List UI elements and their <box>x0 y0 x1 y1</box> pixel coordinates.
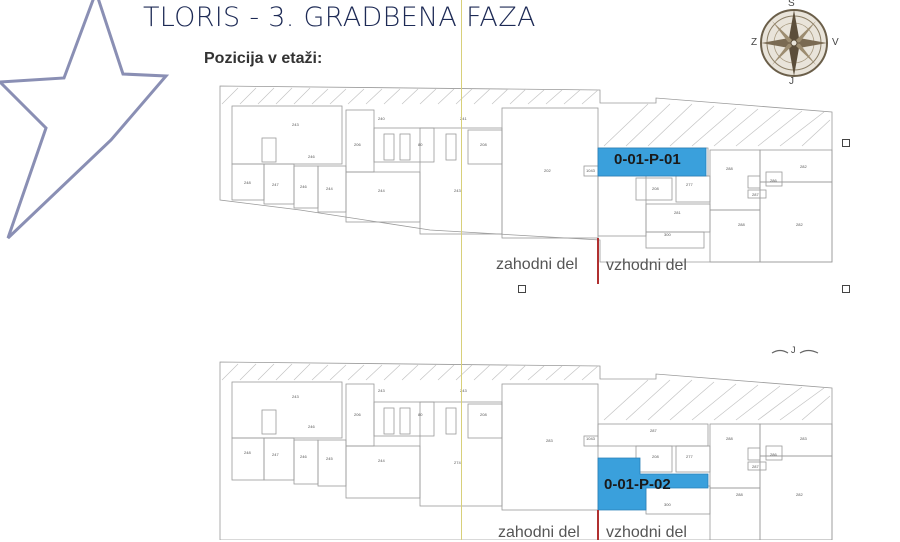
compass-west-label: Z <box>751 37 758 48</box>
divider-right-label-1: vzhodni del <box>606 257 687 274</box>
unit-label-1[interactable]: 0-01-P-01 <box>614 151 681 168</box>
resize-handle[interactable] <box>518 285 526 293</box>
svg-text:246: 246 <box>308 154 315 159</box>
compass-rose-icon <box>760 9 828 77</box>
section-subtitle: Pozicija v etaži: <box>204 50 323 67</box>
svg-text:243: 243 <box>454 188 461 193</box>
svg-text:241: 241 <box>460 116 467 121</box>
compass-south-label: J <box>789 76 794 87</box>
svg-text:245: 245 <box>326 456 333 461</box>
svg-text:208: 208 <box>652 454 659 459</box>
svg-text:243: 243 <box>378 388 385 393</box>
svg-text:286: 286 <box>770 178 777 183</box>
page-title: TLORIS - 3. GRADBENA FAZA <box>143 2 536 33</box>
svg-text:300: 300 <box>664 502 671 507</box>
svg-text:208: 208 <box>480 412 487 417</box>
svg-text:244: 244 <box>378 188 385 193</box>
divider-left-label-1: zahodni del <box>496 256 578 273</box>
svg-text:283: 283 <box>546 438 553 443</box>
svg-text:282: 282 <box>800 164 807 169</box>
svg-text:243: 243 <box>292 394 299 399</box>
svg-text:274: 274 <box>454 460 461 465</box>
svg-text:300: 300 <box>664 232 671 237</box>
svg-text:288: 288 <box>738 222 745 227</box>
svg-text:243: 243 <box>292 122 299 127</box>
svg-text:246: 246 <box>308 424 315 429</box>
svg-text:287: 287 <box>752 192 759 197</box>
svg-text:247: 247 <box>272 182 279 187</box>
svg-text:288: 288 <box>726 436 733 441</box>
vertical-guide-line <box>461 0 462 540</box>
wave-marker-icon <box>771 349 819 354</box>
svg-text:244: 244 <box>326 186 333 191</box>
unit-highlight-1 <box>597 147 707 177</box>
svg-text:246: 246 <box>300 454 307 459</box>
svg-text:288: 288 <box>736 492 743 497</box>
svg-text:202: 202 <box>544 168 551 173</box>
unit-label-2[interactable]: 0-01-P-02 <box>604 476 671 493</box>
svg-text:248: 248 <box>244 450 251 455</box>
divider-line-1 <box>597 238 599 284</box>
svg-text:80: 80 <box>418 142 423 147</box>
svg-text:277: 277 <box>686 454 693 459</box>
svg-text:281: 281 <box>674 210 681 215</box>
svg-text:283: 283 <box>800 436 807 441</box>
svg-text:206: 206 <box>354 412 361 417</box>
svg-text:208: 208 <box>652 186 659 191</box>
resize-handle[interactable] <box>842 139 850 147</box>
compass-north-label: S <box>788 0 795 9</box>
svg-text:206: 206 <box>354 142 361 147</box>
svg-text:287: 287 <box>752 464 759 469</box>
svg-text:244: 244 <box>378 458 385 463</box>
compass-east-label: V <box>832 37 839 48</box>
divider-line-2 <box>597 510 599 540</box>
svg-text:286: 286 <box>770 452 777 457</box>
unit-highlight-2 <box>597 457 709 511</box>
svg-text:288: 288 <box>726 166 733 171</box>
svg-text:287: 287 <box>650 428 657 433</box>
resize-handle[interactable] <box>842 285 850 293</box>
svg-text:282: 282 <box>796 222 803 227</box>
svg-text:243: 243 <box>460 388 467 393</box>
divider-left-label-2: zahodni del <box>498 524 580 541</box>
svg-text:246: 246 <box>300 184 307 189</box>
svg-text:240: 240 <box>378 116 385 121</box>
svg-text:248: 248 <box>244 180 251 185</box>
divider-right-label-2: vzhodni del <box>606 524 687 541</box>
svg-text:208: 208 <box>480 142 487 147</box>
lower-marker-label: J <box>791 345 796 355</box>
svg-text:277: 277 <box>686 182 693 187</box>
star-shape <box>0 0 170 240</box>
svg-text:80: 80 <box>418 412 423 417</box>
svg-text:247: 247 <box>272 452 279 457</box>
svg-text:1043: 1043 <box>586 436 596 441</box>
svg-text:282: 282 <box>796 492 803 497</box>
svg-text:1043: 1043 <box>586 168 596 173</box>
